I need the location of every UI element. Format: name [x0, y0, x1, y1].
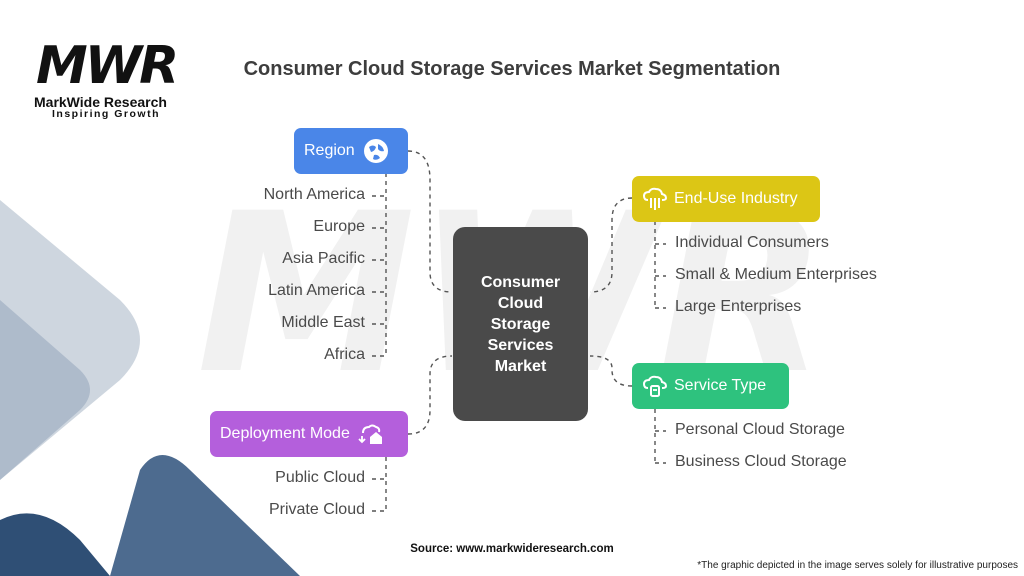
region-item: North America	[263, 186, 365, 203]
deployment-mode-node: Deployment Mode	[210, 411, 408, 457]
globe-icon	[363, 138, 389, 164]
end-use-industry-item: Small & Medium Enterprises	[675, 266, 877, 283]
brand-logo: MWR	[36, 36, 179, 96]
service-type-item: Business Cloud Storage	[675, 453, 847, 470]
region-label: Region	[304, 142, 355, 159]
cloud-home-icon	[358, 421, 384, 447]
center-line: Market	[494, 357, 547, 375]
source-text: Source: www.markwideresearch.com	[410, 543, 614, 555]
region-item: Middle East	[281, 314, 365, 331]
deployment-mode-item: Private Cloud	[268, 501, 365, 518]
region-item: Asia Pacific	[282, 250, 365, 267]
brand-tagline: Inspiring Growth	[52, 108, 160, 120]
deployment-mode-item: Public Cloud	[275, 469, 365, 486]
end-use-industry-node: End-Use Industry	[632, 176, 820, 222]
service-type-label: Service Type	[674, 377, 767, 394]
region-item: Latin America	[268, 282, 365, 299]
center-line: Consumer	[480, 273, 561, 291]
region-node: Region	[294, 128, 408, 174]
page-title: Consumer Cloud Storage Services Market S…	[243, 58, 781, 80]
service-type-item: Personal Cloud Storage	[675, 421, 845, 438]
brand-name: MarkWide Research	[34, 94, 167, 110]
end-use-industry-item: Large Enterprises	[675, 298, 802, 315]
end-use-industry-item: Individual Consumers	[675, 234, 829, 251]
end-use-industry-label: End-Use Industry	[674, 190, 798, 207]
disclaimer-text: *The graphic depicted in the image serve…	[697, 560, 1018, 571]
region-item: Africa	[324, 346, 365, 363]
center-line: Services	[487, 336, 554, 354]
cloud-service-icon	[642, 373, 668, 399]
center-line: Storage	[490, 315, 551, 333]
cloud-network-icon	[642, 186, 668, 212]
deployment-mode-label: Deployment Mode	[220, 425, 350, 442]
region-item: Europe	[313, 218, 365, 235]
service-type-node: Service Type	[632, 363, 789, 409]
center-line: Cloud	[497, 294, 544, 312]
center-node: Consumer Cloud Storage Services Market	[453, 227, 588, 421]
